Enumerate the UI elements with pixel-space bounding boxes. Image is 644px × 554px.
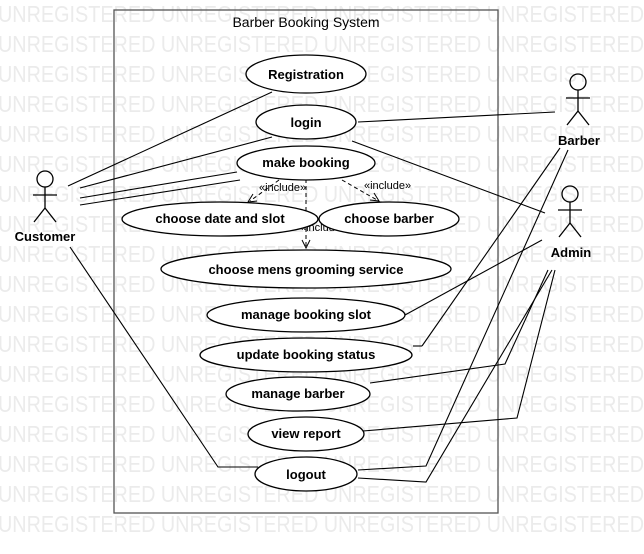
system-title: Barber Booking System [232, 14, 379, 30]
use-case-make-booking-label: make booking [262, 155, 349, 170]
use-case-registration-label: Registration [268, 67, 344, 82]
use-case-view-report[interactable]: view report [247, 416, 365, 452]
assoc-admin-slot [404, 239, 543, 316]
assoc-admin-login [351, 140, 546, 214]
include-label-barber: «include» [364, 180, 411, 192]
actor-admin-figure [558, 185, 582, 238]
include-grooming-arrowhead [301, 239, 311, 250]
assoc-barber-login [357, 111, 556, 123]
use-case-manage-slot[interactable]: manage booking slot [206, 297, 406, 333]
use-case-logout[interactable]: logout [254, 456, 358, 492]
use-case-choose-grooming[interactable]: choose mens grooming service [160, 249, 452, 289]
assoc-admin-report [362, 269, 556, 432]
use-case-logout-label: logout [286, 467, 326, 482]
use-case-login[interactable]: login [255, 104, 357, 140]
watermark-row: UNREGISTERED UNREGISTERED UNREGISTERED U… [0, 511, 644, 537]
use-case-choose-grooming-label: choose mens grooming service [208, 262, 403, 277]
include-date-slot-line [249, 179, 280, 202]
assoc-admin-logout [357, 269, 553, 483]
assoc-barber-logout [357, 149, 569, 471]
actor-admin[interactable]: Admin [551, 185, 592, 260]
associations [67, 91, 569, 483]
assoc-customer-login [79, 136, 273, 189]
use-case-update-status-label: update booking status [237, 347, 376, 362]
include-barber-arrowhead [369, 192, 380, 202]
assoc-admin-barber [369, 269, 549, 384]
use-case-choose-barber[interactable]: choose barber [318, 201, 460, 237]
use-case-view-report-label: view report [271, 426, 341, 441]
use-case-registration[interactable]: Registration [245, 54, 367, 94]
assoc-customer-booking-2 [79, 179, 241, 206]
use-case-manage-barber-label: manage barber [251, 386, 344, 401]
assoc-customer-registration [67, 91, 273, 187]
assoc-customer-logout [69, 246, 258, 468]
actor-barber[interactable]: Barber [558, 73, 600, 148]
include-label-date-slot: «include» [259, 182, 306, 194]
actor-customer[interactable]: Customer [15, 170, 76, 244]
system-boundary [113, 9, 499, 514]
use-case-manage-slot-label: manage booking slot [241, 307, 372, 322]
use-case-make-booking[interactable]: make booking [236, 145, 376, 181]
use-case-manage-barber[interactable]: manage barber [225, 376, 371, 412]
actor-barber-label: Barber [558, 133, 600, 148]
include-date-slot-arrowhead [247, 193, 258, 203]
watermark-row: UNREGISTERED UNREGISTERED UNREGISTERED U… [0, 1, 644, 27]
use-case-choose-date-slot-label: choose date and slot [155, 211, 285, 226]
actor-admin-label: Admin [551, 245, 592, 260]
assoc-customer-booking [79, 171, 238, 199]
use-case-choose-barber-label: choose barber [344, 211, 434, 226]
use-case-update-status[interactable]: update booking status [199, 337, 413, 373]
assoc-barber-status [421, 147, 561, 347]
watermark-row: UNREGISTERED UNREGISTERED UNREGISTERED U… [0, 31, 644, 57]
actor-customer-label: Customer [15, 229, 76, 244]
use-case-login-label: login [290, 115, 321, 130]
actor-customer-figure [33, 170, 57, 223]
actor-barber-figure [566, 73, 590, 126]
use-case-choose-date-slot[interactable]: choose date and slot [121, 201, 319, 237]
